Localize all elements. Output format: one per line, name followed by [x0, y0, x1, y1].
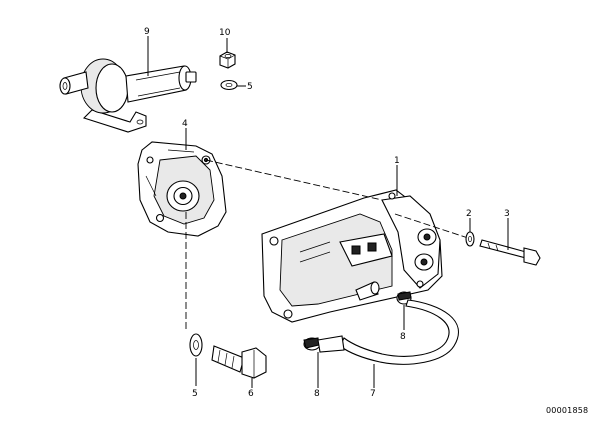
callout-6: 6 — [248, 389, 254, 399]
callout-9: 9 — [144, 27, 150, 37]
part-9-vacuum-valve[interactable] — [59, 58, 197, 133]
callout-8-right: 8 — [400, 332, 406, 342]
callout-10: 10 — [219, 28, 231, 38]
part-10-nut[interactable] — [219, 51, 236, 69]
part-5-washer-top[interactable] — [220, 79, 238, 91]
diagram-number: 00001858 — [546, 406, 588, 415]
part-2-washer[interactable] — [465, 231, 475, 247]
leader-lines — [147, 36, 509, 388]
callout-5-bottom: 5 — [192, 389, 198, 399]
part-1-throttle-housing[interactable] — [261, 189, 443, 323]
callout-labels: 9 10 5 4 1 2 3 8 5 6 8 7 — [144, 27, 510, 399]
callout-5-top: 5 — [247, 82, 253, 92]
part-5-washer-bottom[interactable] — [189, 333, 203, 357]
callout-7: 7 — [370, 389, 376, 399]
part-4-switch-plate[interactable] — [137, 141, 227, 237]
alignment-line — [185, 159, 469, 330]
callout-8-bottom: 8 — [314, 389, 320, 399]
callout-3: 3 — [504, 209, 510, 219]
callout-2: 2 — [466, 209, 472, 219]
callout-1: 1 — [394, 156, 400, 166]
callout-4: 4 — [182, 119, 188, 129]
part-3-bolt[interactable] — [479, 239, 541, 266]
part-8-clamp-bottom[interactable] — [303, 335, 345, 353]
part-6-screw[interactable] — [211, 345, 267, 379]
